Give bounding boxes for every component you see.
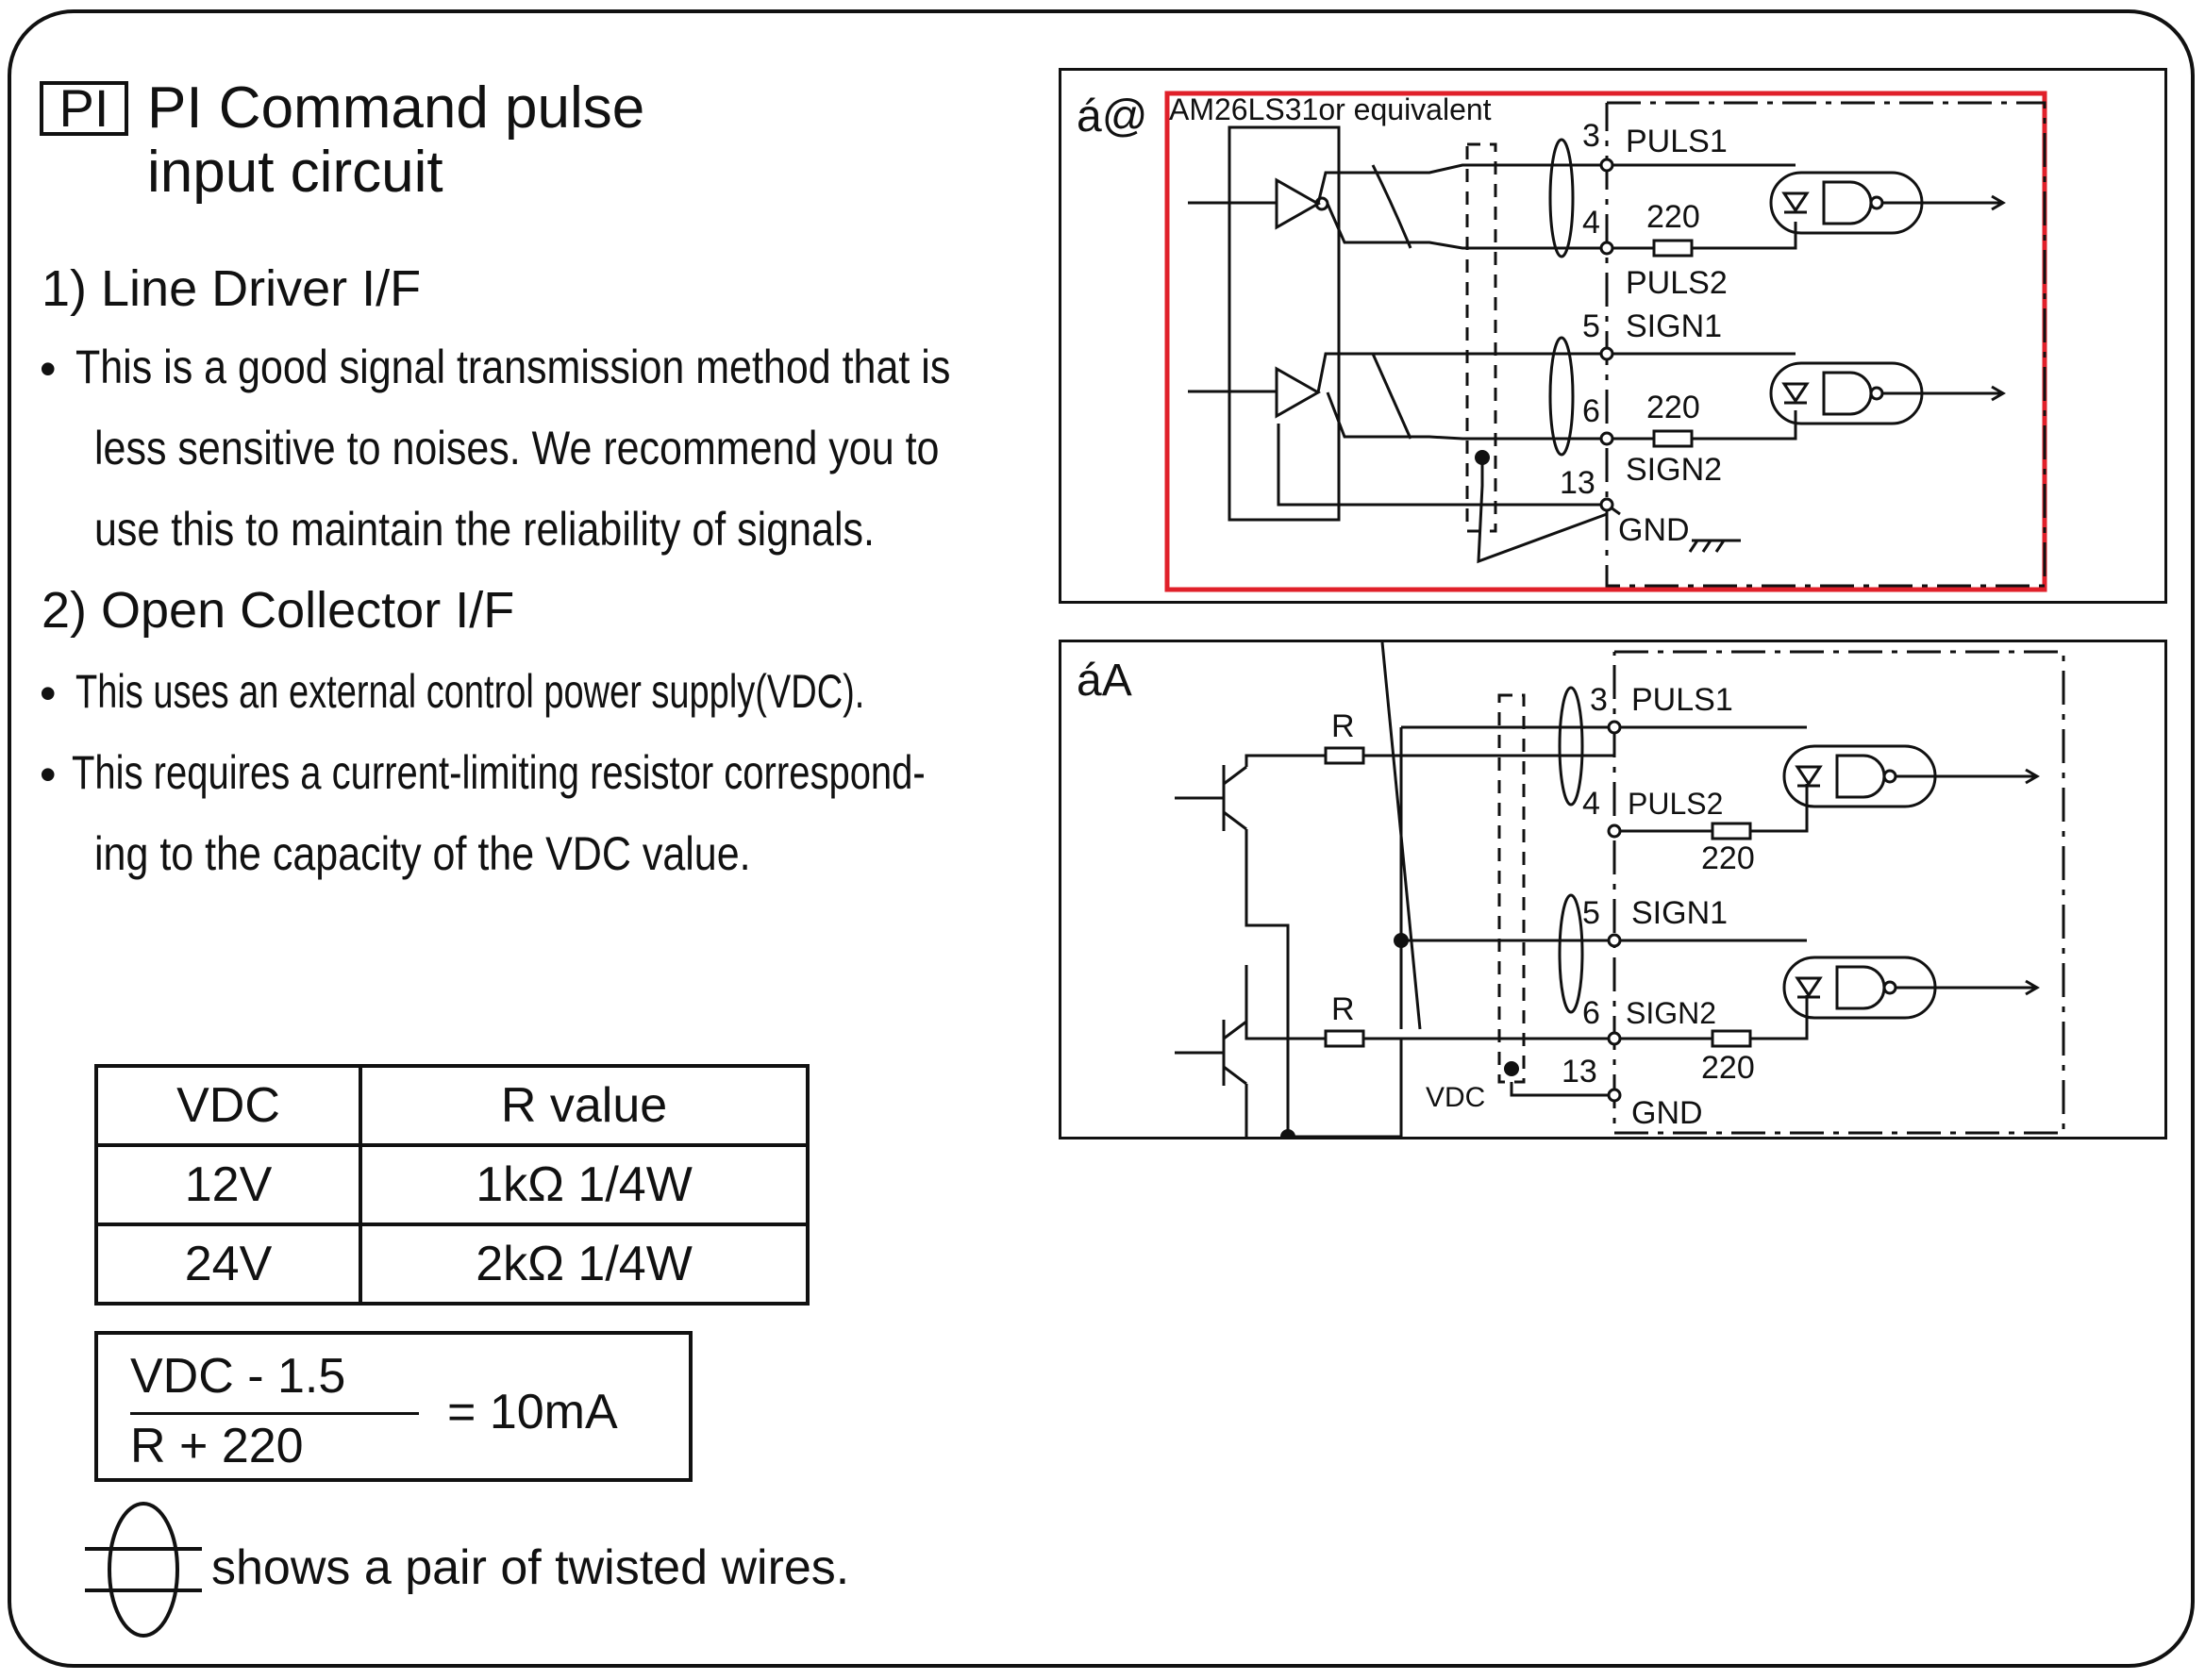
- fraction-bar: [130, 1412, 419, 1415]
- table-row: 12V 1kΩ 1/4W: [94, 1143, 810, 1226]
- signal-label: SIGN2: [1626, 996, 1716, 1030]
- resistor-label: 220: [1701, 1050, 1755, 1086]
- table-cell: 2kΩ 1/4W: [359, 1223, 810, 1306]
- signal-label: GND: [1618, 512, 1690, 548]
- pin-label: 4: [1582, 205, 1600, 241]
- chip-label: AM26LS31or equivalent: [1169, 92, 1492, 126]
- open-collector-text2-line2: ing to the capacity of the VDC value.: [94, 827, 751, 880]
- current-formula-box: VDC - 1.5 R + 220 = 10mA: [94, 1331, 693, 1482]
- table-header-vdc: VDC: [94, 1064, 362, 1147]
- pin-label: 13: [1560, 465, 1595, 501]
- resistor-r: [1324, 1029, 1365, 1048]
- table-header-r: R value: [359, 1064, 810, 1147]
- section-code-box: PI: [40, 81, 128, 136]
- resistor-r: [1324, 746, 1365, 765]
- open-collector-text1: This uses an external control power supp…: [75, 665, 865, 718]
- formula-result: = 10mA: [447, 1385, 618, 1439]
- resistor-label: 220: [1646, 390, 1700, 425]
- bullet-dot: •: [40, 342, 57, 395]
- r-label: R: [1331, 991, 1355, 1027]
- line-driver-text-line3: use this to maintain the reliability of …: [94, 503, 875, 556]
- twisted-pair-icon: [85, 1502, 202, 1638]
- pin-label: 3: [1590, 682, 1608, 718]
- line-driver-diagram: á@ AM26LS31or equivalent 3 4 5 6 13 PULS…: [1059, 68, 2167, 604]
- vdc-label: VDC: [1426, 1082, 1485, 1113]
- pin-label: 6: [1582, 995, 1600, 1031]
- diagram2-label: áA: [1077, 656, 1132, 706]
- chip-box: [1228, 125, 1341, 522]
- receiver-boundary: [1605, 101, 2046, 588]
- pin-label: 5: [1582, 895, 1600, 931]
- r-value-table: VDC R value 12V 1kΩ 1/4W 24V 2kΩ 1/4W: [94, 1064, 810, 1306]
- resistor-220: [1652, 239, 1694, 258]
- signal-label: SIGN1: [1626, 308, 1722, 344]
- table-cell: 1kΩ 1/4W: [359, 1143, 810, 1226]
- line-driver-text: This is a good signal transmission metho…: [75, 341, 951, 393]
- open-collector-heading: 2) Open Collector I/F: [42, 582, 515, 639]
- page-frame: [8, 9, 2195, 1668]
- table-cell: 12V: [94, 1143, 362, 1226]
- table-row: 24V 2kΩ 1/4W: [94, 1223, 810, 1306]
- diagram1-label: á@: [1077, 91, 1147, 141]
- resistor-label: 220: [1701, 840, 1755, 876]
- signal-label: SIGN1: [1631, 895, 1728, 931]
- r-label: R: [1331, 708, 1355, 744]
- signal-label: PULS1: [1631, 682, 1733, 718]
- table-cell: 24V: [94, 1223, 362, 1306]
- page-title: PI Command pulse: [147, 75, 645, 141]
- resistor-220: [1652, 429, 1694, 448]
- bullet-dot: •: [40, 667, 57, 720]
- page-title-line2: input circuit: [147, 140, 443, 205]
- pin-label: 13: [1562, 1054, 1597, 1090]
- formula-numerator: VDC - 1.5: [130, 1349, 346, 1404]
- resistor-label: 220: [1646, 199, 1700, 235]
- open-collector-text2: This requires a current-limiting resisto…: [72, 746, 926, 799]
- signal-label: PULS2: [1626, 265, 1728, 301]
- signal-label: PULS2: [1628, 787, 1723, 821]
- bullet-dot: •: [40, 748, 57, 801]
- driver-buffer-2: [1275, 366, 1322, 419]
- signal-label: PULS1: [1626, 124, 1728, 159]
- pin-label: 6: [1582, 393, 1600, 429]
- twisted-pair-legend: shows a pair of twisted wires.: [211, 1540, 850, 1595]
- signal-label: SIGN2: [1626, 452, 1722, 488]
- line-driver-heading: 1) Line Driver I/F: [42, 260, 422, 317]
- table-header-row: VDC R value: [94, 1064, 810, 1147]
- pin-label: 4: [1582, 786, 1600, 822]
- pin-label: 5: [1582, 308, 1600, 344]
- receiver-boundary: [1612, 650, 2065, 1135]
- open-collector-schematic: áA 3 4 5 6 13 PULS1 PULS2 SIGN1 SIGN2 GN…: [1077, 641, 2065, 1144]
- line-driver-schematic: á@ AM26LS31or equivalent 3 4 5 6 13 PULS…: [1077, 91, 2047, 592]
- formula-denominator: R + 220: [130, 1419, 304, 1473]
- pin-label: 3: [1582, 118, 1600, 154]
- signal-label: GND: [1631, 1095, 1703, 1131]
- line-driver-text-line2: less sensitive to noises. We recommend y…: [94, 422, 940, 474]
- open-collector-diagram: áA 3 4 5 6 13 PULS1 PULS2 SIGN1 SIGN2 GN…: [1059, 640, 2167, 1144]
- driver-buffer-1: [1275, 177, 1322, 230]
